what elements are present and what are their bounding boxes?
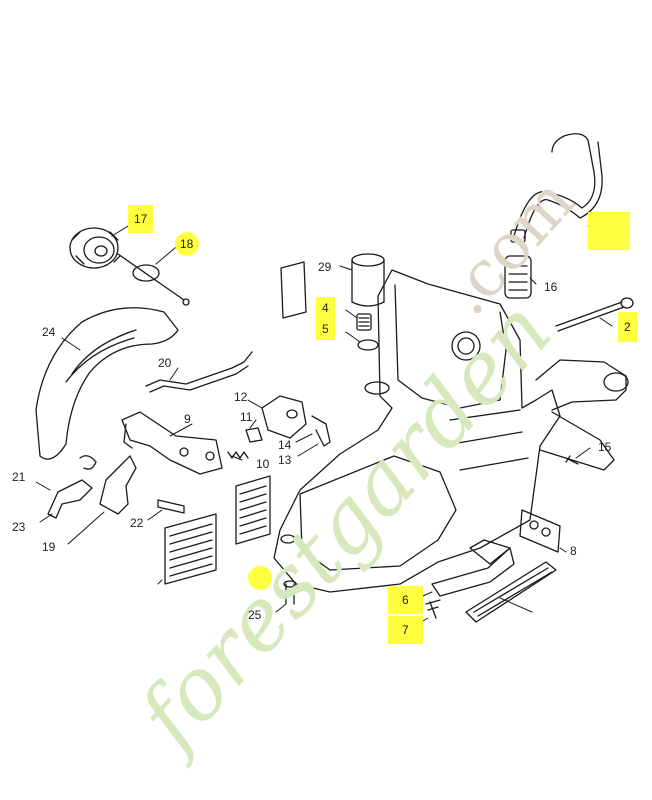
part-5-oring: [357, 339, 379, 351]
part-21: [79, 455, 97, 470]
callout-9: 9: [184, 412, 191, 426]
part-17-starter: [69, 227, 190, 306]
part-11: [245, 427, 263, 443]
part-16-filter: [504, 255, 532, 299]
part-12-latch: [261, 395, 307, 439]
part-15-screw: [565, 455, 579, 465]
part-8-plate: [519, 509, 561, 553]
highlight-circle-unlabeled: [248, 566, 272, 590]
part-24-handle: [35, 307, 179, 460]
callout-15: 15: [598, 440, 612, 454]
callout-23: 23: [12, 520, 26, 534]
callout-5: 5: [316, 318, 335, 340]
callout-8: 8: [570, 544, 577, 558]
callout-17: 17: [128, 205, 154, 233]
part-10-spring: [227, 451, 249, 459]
callout-18: 18: [180, 237, 194, 251]
part-25-screw: [283, 580, 297, 605]
callout-13: 13: [278, 453, 292, 467]
callout-29: 29: [318, 260, 332, 274]
leader-lines: [35, 225, 613, 627]
callout-14: 14: [278, 438, 292, 452]
part-grille-center: [235, 475, 271, 545]
callout-6: 6: [388, 586, 423, 614]
callout-12: 12: [234, 390, 248, 404]
highlight-box-unlabeled: [588, 212, 630, 250]
callout-11: 11: [240, 410, 253, 424]
part-9-trigger: [121, 411, 223, 475]
callout-4: 4: [316, 297, 335, 319]
part-18-ring: [132, 264, 160, 282]
part-19-trigger: [99, 455, 137, 515]
callout-22: 22: [130, 516, 144, 530]
part-fuel-line: [510, 133, 603, 243]
part-23-pawl: [47, 479, 93, 519]
part-14-clip: [311, 415, 331, 447]
part-bottom-plate: [465, 561, 557, 623]
callout-7: 7: [388, 616, 423, 644]
part-29-cylinder: [351, 253, 385, 307]
part-7-bolt: [425, 599, 441, 619]
part-20-rod: [145, 351, 253, 393]
callout-19: 19: [42, 540, 56, 554]
callout-21: 21: [12, 470, 26, 484]
part-6-guard-inner: [469, 539, 511, 565]
callout-2: 2: [618, 312, 637, 342]
part-housing: [273, 269, 629, 593]
highlight-circle-18: [175, 232, 199, 256]
callout-10: 10: [256, 457, 270, 471]
callout-20: 20: [158, 356, 172, 370]
part-grille-left: [164, 513, 217, 585]
part-4-valve: [356, 313, 372, 331]
callout-16: 16: [544, 280, 558, 294]
part-2-bolt: [555, 297, 634, 332]
callout-25: 25: [248, 608, 262, 622]
part-22-pin: [157, 499, 185, 514]
callout-24: 24: [42, 325, 56, 339]
part-card: [280, 261, 307, 319]
part-6-guard: [431, 547, 515, 597]
